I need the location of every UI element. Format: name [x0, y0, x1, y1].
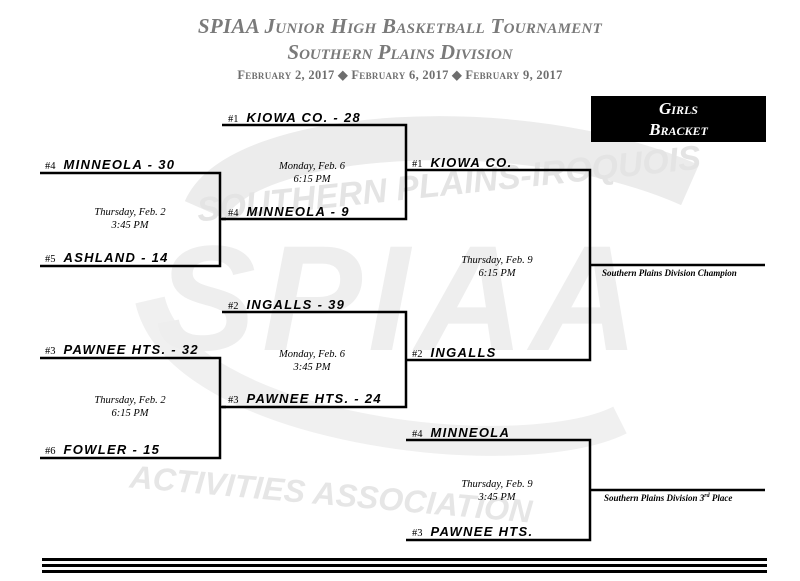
team-name: MINNEOLA - 30 [63, 157, 176, 172]
seed-number: #4 [45, 161, 56, 172]
game-info: Thursday, Feb. 2 3:45 PM [70, 206, 190, 232]
third-place-text: Southern Plains Division 3 [604, 493, 705, 503]
tournament-dates: February 2, 2017 ◆ February 6, 2017 ◆ Fe… [237, 68, 563, 82]
third-place-sup: rd [704, 493, 710, 499]
bracket-label: Girls Bracket [591, 96, 766, 142]
game-day: Thursday, Feb. 9 [461, 255, 533, 266]
team-name: PAWNEE HTS. - 32 [63, 342, 199, 357]
semi-team-ingalls: #2 INGALLS - 39 [228, 296, 345, 314]
team-name: MINNEOLA - 9 [246, 204, 350, 219]
team-name: PAWNEE HTS. - 24 [246, 391, 382, 406]
team-name: MINNEOLA [430, 425, 511, 440]
game-info: Monday, Feb. 6 3:45 PM [252, 348, 372, 374]
semi-team-pawnee: #3 PAWNEE HTS. - 24 [228, 390, 382, 408]
footer-rule [42, 558, 767, 561]
game-day: Thursday, Feb. 9 [461, 479, 533, 490]
seed-number: #1 [228, 114, 239, 125]
game-time: 3:45 PM [111, 220, 149, 231]
game-time: 6:15 PM [293, 174, 331, 185]
footer-rule [42, 564, 767, 567]
game-day: Thursday, Feb. 2 [94, 395, 166, 406]
semi-team-kiowa: #1 KIOWA CO. - 28 [228, 109, 361, 127]
champion-label: Southern Plains Division Champion [602, 268, 737, 278]
round1-team-pawnee: #3 PAWNEE HTS. - 32 [45, 341, 199, 359]
team-name: INGALLS - 39 [246, 297, 346, 312]
game-time: 6:15 PM [111, 408, 149, 419]
game-time: 3:45 PM [478, 492, 516, 503]
team-name: FOWLER - 15 [63, 442, 161, 457]
division-title: Southern Plains Division [287, 40, 513, 64]
seed-number: #5 [45, 254, 56, 265]
round1-team-ashland: #5 ASHLAND - 14 [45, 249, 169, 267]
bracket-line [222, 123, 408, 221]
game-info: Thursday, Feb. 9 3:45 PM [437, 478, 557, 504]
third-place-label: Southern Plains Division 3rd Place [604, 493, 732, 503]
watermark-logo-text: SPIAA [156, 214, 644, 382]
bracket-label-line2: Bracket [649, 120, 708, 139]
seed-number: #3 [412, 528, 423, 539]
bracket-label-line1: Girls [659, 99, 698, 118]
team-name: ASHLAND - 14 [63, 250, 169, 265]
seed-number: #1 [412, 159, 423, 170]
tournament-title: SPIAA Junior High Basketball Tournament [197, 14, 603, 38]
footer-rule [42, 570, 767, 573]
semi-team-minneola: #4 MINNEOLA - 9 [228, 203, 350, 221]
third-place-suffix: Place [709, 493, 733, 503]
seed-number: #3 [45, 346, 56, 357]
game-time: 3:45 PM [293, 362, 331, 373]
game-info: Thursday, Feb. 2 6:15 PM [70, 394, 190, 420]
game-day: Monday, Feb. 6 [279, 349, 345, 360]
team-name: KIOWA CO. - 28 [246, 110, 362, 125]
seed-number: #2 [228, 301, 239, 312]
final-team-kiowa: #1 KIOWA CO. [412, 154, 513, 172]
game-info: Thursday, Feb. 9 6:15 PM [437, 254, 557, 280]
team-name: INGALLS [430, 345, 497, 360]
team-name: PAWNEE HTS. [430, 524, 534, 539]
round1-team-fowler: #6 FOWLER - 15 [45, 441, 160, 459]
team-name: KIOWA CO. [430, 155, 513, 170]
seed-number: #3 [228, 395, 239, 406]
seed-number: #4 [412, 429, 423, 440]
game-day: Thursday, Feb. 2 [94, 207, 166, 218]
seed-number: #2 [412, 349, 423, 360]
game-info: Monday, Feb. 6 6:15 PM [252, 160, 372, 186]
game-day: Monday, Feb. 6 [279, 161, 345, 172]
seed-number: #6 [45, 446, 56, 457]
third-team-pawnee: #3 PAWNEE HTS. [412, 523, 533, 541]
round1-team-minneola: #4 MINNEOLA - 30 [45, 156, 175, 174]
seed-number: #4 [228, 208, 239, 219]
third-team-minneola: #4 MINNEOLA [412, 424, 510, 442]
final-team-ingalls: #2 INGALLS [412, 344, 497, 362]
game-time: 6:15 PM [478, 268, 516, 279]
